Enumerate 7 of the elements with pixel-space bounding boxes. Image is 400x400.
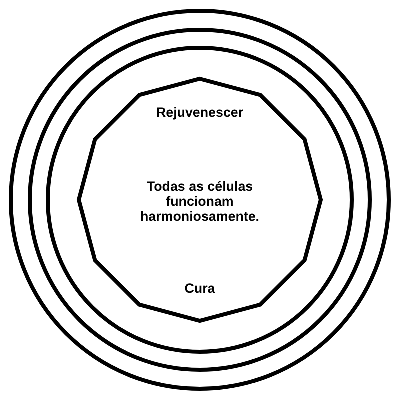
dodecagon <box>77 77 323 323</box>
bottom-label: Cura <box>184 281 216 296</box>
inner-ring <box>46 46 354 354</box>
middle-ring <box>28 28 372 372</box>
outer-ring <box>9 9 391 391</box>
top-label: Rejuvenescer <box>156 105 244 120</box>
center-text: Todas as células funcionam harmoniosamente. <box>139 179 261 224</box>
